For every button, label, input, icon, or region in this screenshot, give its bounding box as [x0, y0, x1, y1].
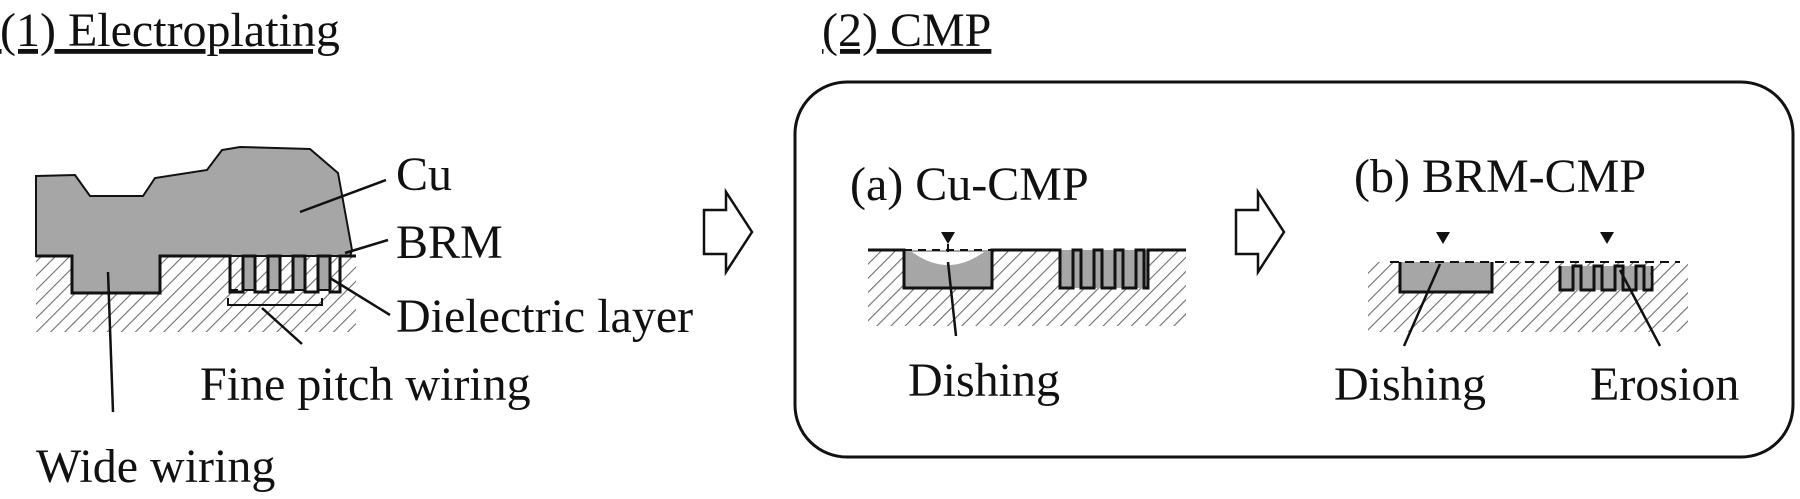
cu-cmp-dishing-leader — [946, 261, 958, 337]
subpanel-a-title: (a) Cu-CMP — [850, 158, 1089, 211]
cmp-frame — [793, 80, 1795, 459]
label-brm-cmp-dishing: Dishing — [1334, 358, 1486, 411]
label-brm: BRM — [396, 216, 503, 269]
brm-cmp-erosion-marker-icon — [1600, 232, 1614, 244]
brm-liner — [36, 254, 356, 295]
label-fine-pitch: Fine pitch wiring — [200, 358, 531, 411]
cu-cmp-surface — [868, 248, 1186, 290]
label-cu-cmp-dishing: Dishing — [908, 354, 1060, 407]
label-dielectric: Dielectric layer — [396, 290, 693, 343]
process-arrow-sub — [1234, 187, 1286, 277]
brm-cmp-dishing-leader — [1402, 263, 1442, 347]
brm-cmp-wiring-outline — [1398, 262, 1654, 294]
process-arrow-main — [702, 187, 754, 277]
dielectric-leader — [329, 276, 391, 317]
brm-cmp-dishing-marker-icon — [1436, 232, 1450, 244]
label-wide-wiring: Wide wiring — [36, 440, 275, 493]
panel-electroplating: (1) Electroplating Cu BRM Dielectric lay… — [0, 4, 693, 493]
subpanel-b-title: (b) BRM-CMP — [1354, 150, 1646, 203]
label-brm-cmp-erosion: Erosion — [1590, 358, 1739, 411]
fine-pitch-bracket — [227, 298, 323, 306]
panel2-title: (2) CMP — [822, 4, 991, 57]
brm-cmp-wide-copper — [1400, 262, 1492, 292]
fine-pitch-leader — [261, 307, 303, 345]
wide-wiring-leader — [106, 271, 115, 413]
panel1-title: (1) Electroplating — [0, 4, 340, 57]
subpanel-cu-cmp: (a) Cu-CMP Dishing — [850, 158, 1186, 407]
brm-leader — [344, 238, 389, 255]
cu-cmp-dish-recess — [912, 252, 984, 265]
brm-cmp-erosion-leader — [1618, 269, 1662, 347]
cu-leader — [299, 178, 387, 214]
label-cu: Cu — [396, 148, 452, 201]
subpanel-brm-cmp: (b) BRM-CMP Dishing Erosion — [1334, 150, 1739, 411]
cu-cmp-dishing-marker-icon — [941, 232, 955, 244]
panel-cmp: (2) CMP (a) Cu-CMP Dishing (b) BRM — [793, 4, 1795, 459]
